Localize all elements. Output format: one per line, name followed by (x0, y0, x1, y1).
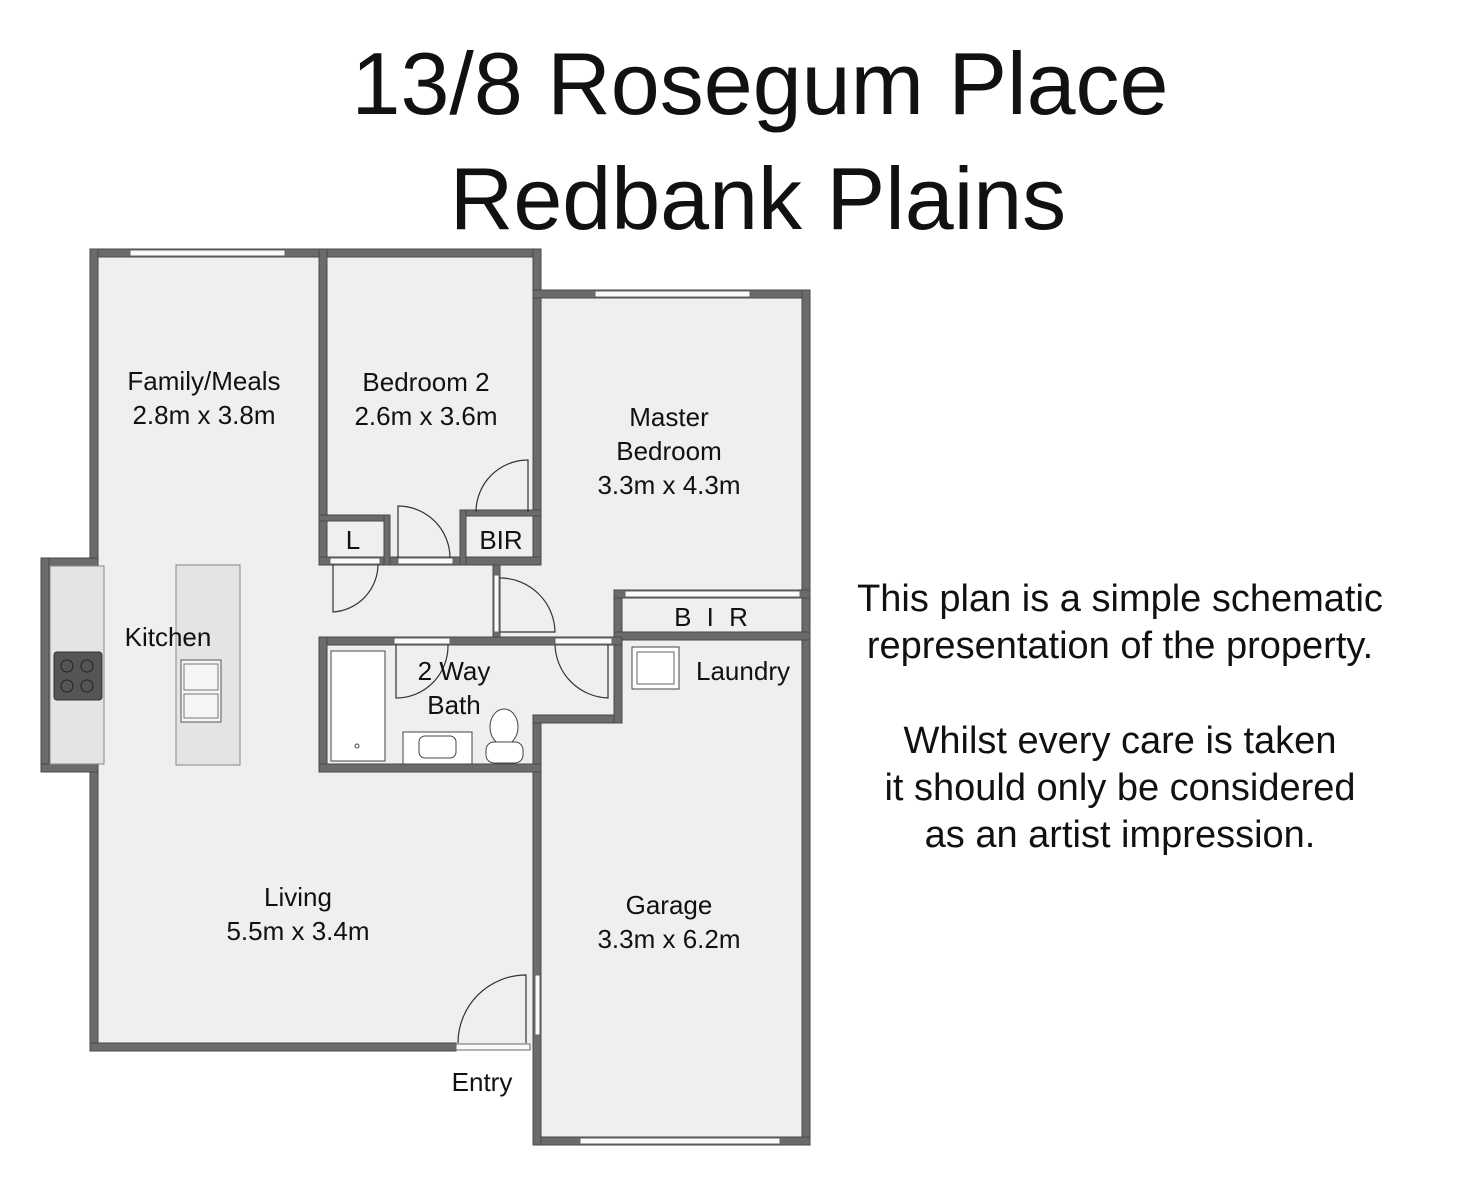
vanity-sink-icon (402, 731, 473, 765)
laundry-tub-icon (631, 646, 680, 690)
doors (329, 459, 613, 1051)
kitchen-bench-wall (49, 565, 105, 765)
bath-label-1: 2 Way (418, 656, 491, 686)
address-title: 13/8 Rosegum Place (351, 34, 1169, 133)
disclaimer-line: Whilst every care is taken (903, 720, 1337, 762)
bath-fixtures (330, 646, 680, 765)
living-label: Living (264, 882, 332, 912)
family-size: 2.8m x 3.8m (132, 400, 275, 430)
family-label: Family/Meals (127, 366, 280, 396)
living-size: 5.5m x 3.4m (226, 916, 369, 946)
garage-size: 3.3m x 6.2m (597, 924, 740, 954)
windows (129, 249, 801, 1145)
master-size: 3.3m x 4.3m (597, 470, 740, 500)
bir-label: BIR (479, 525, 522, 555)
bath-label-2: Bath (427, 690, 481, 720)
cooktop-icon (53, 651, 103, 701)
garage-label: Garage (626, 890, 713, 920)
disclaimer-line: representation of the property. (866, 625, 1374, 667)
entry-label: Entry (452, 1067, 513, 1097)
linen-label: L (346, 525, 360, 555)
laundry-label: Laundry (696, 656, 790, 686)
disclaimer-line: it should only be considered (884, 767, 1356, 809)
room-labels: Family/Meals 2.8m x 3.8m Bedroom 2 2.6m … (125, 366, 790, 1097)
master-label-1: Master (629, 402, 709, 432)
kitchen-sink-icon (180, 659, 222, 723)
suburb-title: Redbank Plains (449, 149, 1067, 248)
disclaimer-line: This plan is a simple schematic (857, 578, 1383, 620)
bedroom2-size: 2.6m x 3.6m (354, 401, 497, 431)
kitchen-island (175, 564, 241, 766)
bathtub-icon (330, 650, 386, 762)
toilet-icon (489, 708, 519, 746)
master-label-2: Bedroom (616, 436, 722, 466)
master-bir-label: B I R (674, 602, 752, 632)
bedroom2-label: Bedroom 2 (362, 367, 489, 397)
disclaimer-line: as an artist impression. (924, 814, 1316, 856)
kitchen-label: Kitchen (125, 622, 212, 652)
